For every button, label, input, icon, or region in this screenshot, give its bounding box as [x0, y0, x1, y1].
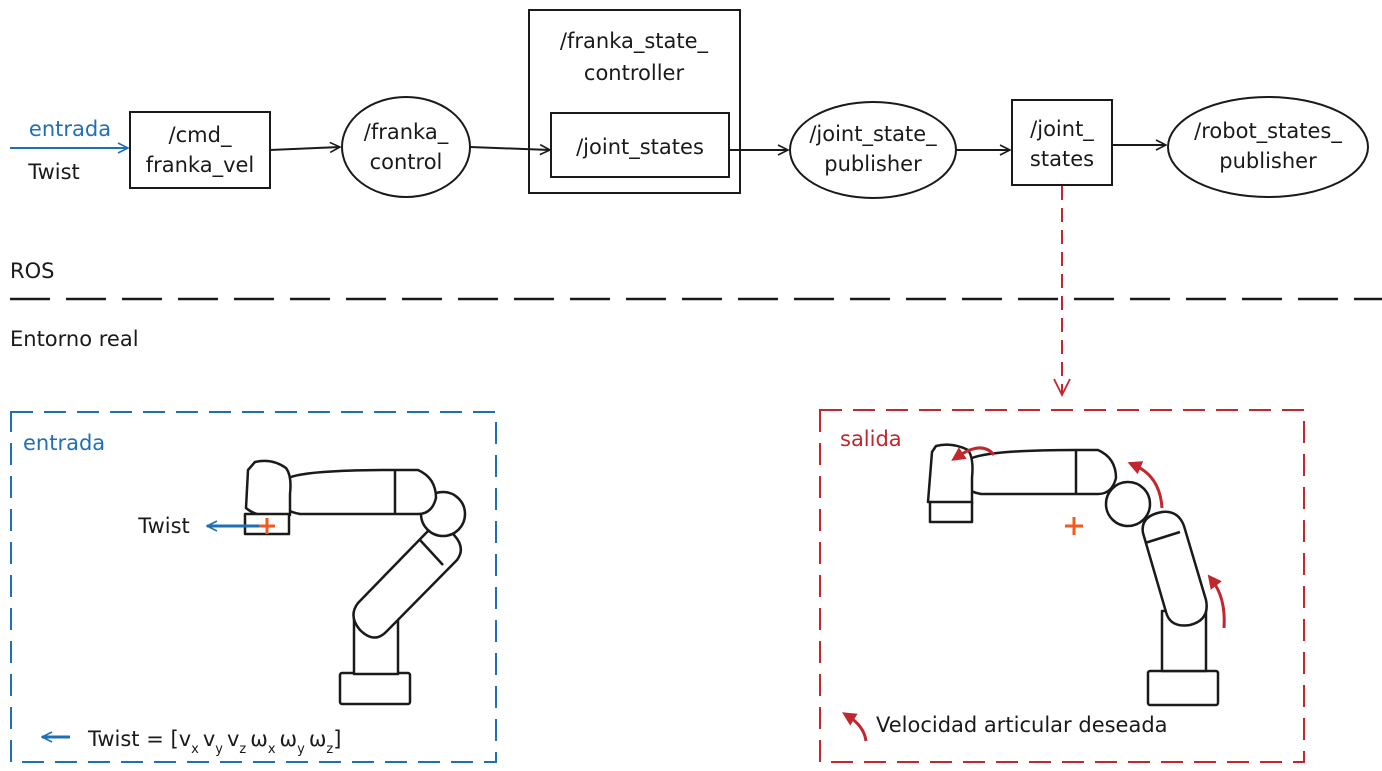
- node-robot-states-publisher-line2: publisher: [1219, 149, 1317, 173]
- output-panel: [819, 409, 1305, 763]
- input-panel: [10, 411, 497, 763]
- tcp-cross-left: [259, 518, 275, 534]
- node-joint-states-topic-line2: states: [1030, 147, 1094, 171]
- node-state-controller-line2: controller: [584, 61, 685, 85]
- robot-arm-right: [926, 443, 1220, 707]
- input-panel-title: entrada: [23, 431, 105, 455]
- node-robot-states-publisher-line1: /robot_states_: [1194, 119, 1342, 144]
- node-joint-state-publisher-line2: publisher: [824, 152, 922, 176]
- input-type-label: Twist: [27, 160, 80, 184]
- node-joint-states-topic: /joint_ states: [1011, 99, 1113, 186]
- node-joint-states-topic-line1: /joint_: [1030, 117, 1094, 142]
- node-franka-control-line1: /franka_: [364, 120, 449, 145]
- joint-velocity-arrow-elbow: [1207, 574, 1226, 629]
- velocity-legend-arrow: [842, 712, 868, 742]
- node-cmd-vel-line2: franka_vel: [146, 153, 255, 178]
- velocity-legend: Velocidad articular deseada: [876, 713, 1168, 737]
- node-joint-state-publisher-line1: /joint_state_: [809, 122, 937, 147]
- node-franka-control-line2: control: [370, 150, 443, 174]
- node-cmd-vel-line1: /cmd_: [169, 123, 232, 148]
- joint-velocity-arrow-shoulder: [1127, 461, 1164, 509]
- output-panel-title: salida: [840, 427, 902, 451]
- edge-control-to-joint-states: [469, 147, 550, 150]
- node-state-controller-line1: /franka_state_: [560, 29, 709, 54]
- ros-label: ROS: [10, 259, 54, 283]
- node-joint-state-publisher: /joint_state_ publisher: [789, 101, 957, 199]
- node-joint-states-inner-label: /joint_states: [576, 135, 704, 160]
- robot-arm-left: [243, 459, 467, 706]
- input-label: entrada: [29, 117, 111, 141]
- real-world-label: Entorno real: [10, 327, 139, 351]
- tcp-cross-right: [1065, 517, 1083, 535]
- node-franka-control: /franka_ control: [341, 96, 471, 198]
- node-joint-states-inner: /joint_states: [550, 112, 730, 178]
- node-state-controller: /franka_state_ controller: [528, 9, 741, 194]
- node-cmd-vel: /cmd_ franka_vel: [129, 111, 271, 189]
- joint-velocity-arrow-wrist: [951, 446, 996, 461]
- edge-cmd-to-control: [269, 147, 340, 150]
- twist-label: Twist: [137, 514, 190, 538]
- node-robot-states-publisher: /robot_states_ publisher: [1167, 96, 1369, 198]
